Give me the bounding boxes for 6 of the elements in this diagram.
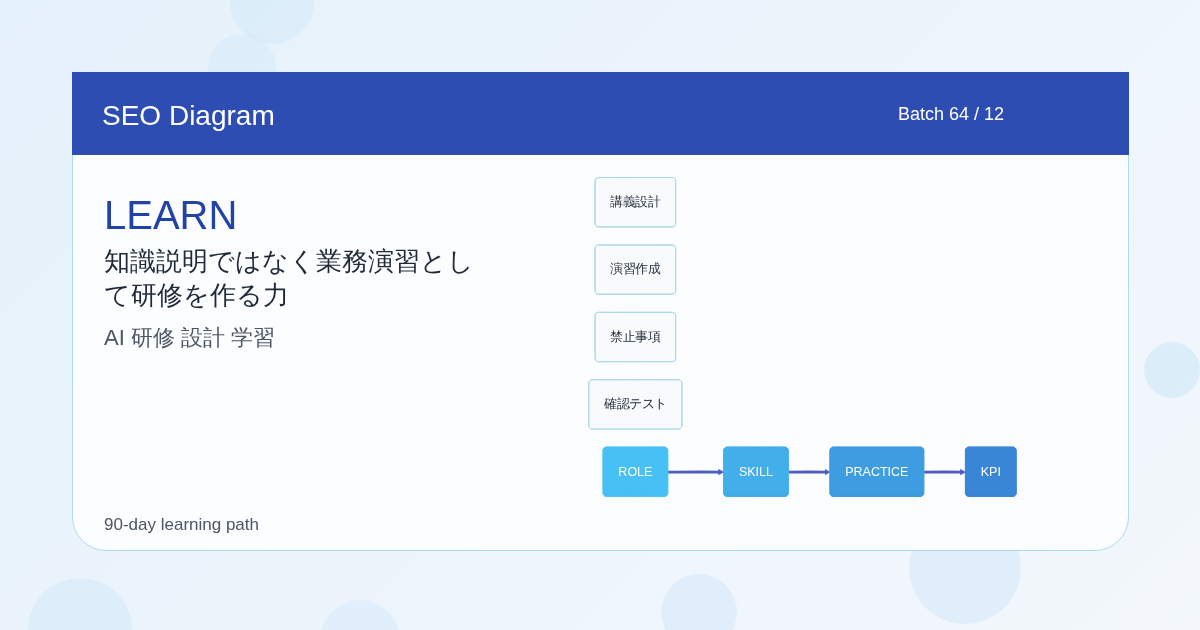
subtitle: 知識説明ではなく業務演習として研修を作る力	[104, 245, 474, 312]
keyword-list: AI 研修 設計 学習	[104, 324, 276, 352]
batch-label: Batch 64 / 12	[898, 103, 1005, 125]
header-title: SEO Diagram	[102, 99, 275, 133]
footer-note: 90-day learning path	[104, 514, 259, 536]
section-heading: LEARN	[104, 192, 238, 238]
